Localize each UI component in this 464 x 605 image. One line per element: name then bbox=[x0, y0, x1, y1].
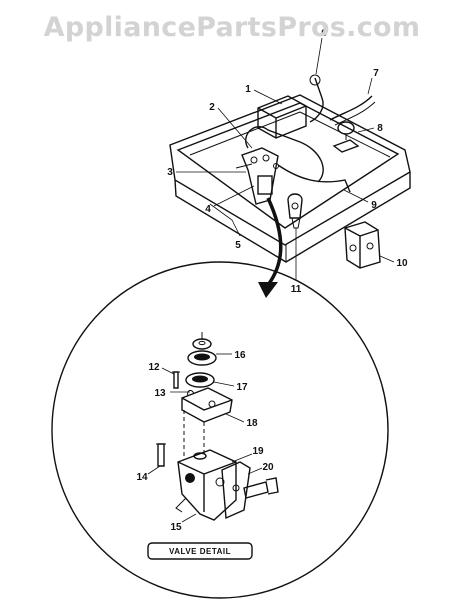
callout-14: 14 bbox=[136, 472, 148, 483]
callouts: 1 2 3 4 5 6 7 8 9 10 11 12 13 14 15 16 1… bbox=[136, 28, 408, 533]
washer bbox=[192, 332, 212, 350]
callout-13: 13 bbox=[154, 388, 166, 399]
callout-6: 6 bbox=[321, 28, 327, 39]
callout-19: 19 bbox=[252, 446, 264, 457]
gas-valve-part bbox=[344, 221, 381, 269]
watermark-logo: AppliancePartsPros.com bbox=[43, 12, 421, 43]
screw bbox=[156, 443, 166, 467]
callout-10: 10 bbox=[396, 258, 408, 269]
valve-detail-label: VALVE DETAIL bbox=[169, 547, 231, 556]
callout-16: 16 bbox=[234, 350, 246, 361]
callout-8: 8 bbox=[377, 123, 383, 134]
callout-7: 7 bbox=[373, 68, 379, 79]
cooktop-pan bbox=[169, 94, 411, 263]
callout-9: 9 bbox=[371, 200, 377, 211]
callout-5: 5 bbox=[235, 240, 241, 251]
valve-body bbox=[175, 449, 237, 521]
o-ring bbox=[185, 372, 215, 388]
callout-12: 12 bbox=[148, 362, 160, 373]
callout-17: 17 bbox=[236, 382, 248, 393]
detail-arrow bbox=[258, 197, 283, 298]
callout-20: 20 bbox=[262, 462, 274, 473]
valve-detail-circle bbox=[51, 261, 389, 599]
callout-15: 15 bbox=[170, 522, 182, 533]
seal-ring bbox=[187, 350, 217, 366]
valve-bracket-assembly bbox=[235, 147, 279, 205]
terminal-block bbox=[332, 121, 360, 153]
control-module bbox=[257, 95, 307, 139]
mounting-bracket bbox=[221, 461, 251, 520]
callout-11: 11 bbox=[291, 284, 302, 295]
callout-1: 1 bbox=[245, 84, 251, 95]
thermostat bbox=[287, 193, 303, 229]
valve-detail-label-box: VALVE DETAIL bbox=[147, 542, 253, 560]
callout-2: 2 bbox=[209, 102, 215, 113]
callout-4: 4 bbox=[205, 204, 211, 215]
callout-3: 3 bbox=[167, 167, 173, 178]
wiring-harness bbox=[245, 74, 376, 193]
leader-lines bbox=[147, 37, 395, 523]
screw bbox=[172, 371, 180, 389]
valve-cap-plate bbox=[181, 387, 233, 423]
callout-18: 18 bbox=[246, 418, 258, 429]
bolt bbox=[243, 477, 279, 499]
